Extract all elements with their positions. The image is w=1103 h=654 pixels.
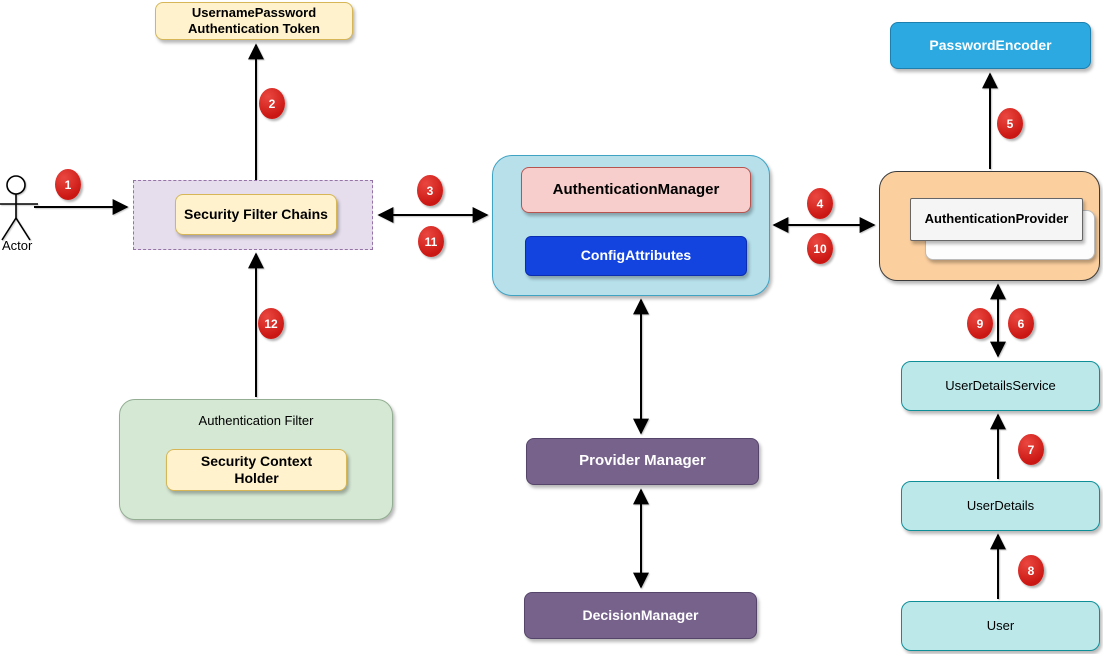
security-filter-chains-node: Security Filter Chains [175,194,337,235]
password-encoder-node: PasswordEncoder [890,22,1091,69]
actor-label: Actor [2,238,33,253]
step-badge-2: 2 [259,88,285,119]
authentication-manager-node: AuthenticationManager [521,167,751,213]
step-badge-7: 7 [1018,434,1044,465]
user-details-service-node: UserDetailsService [901,361,1100,411]
user-details-node: UserDetails [901,481,1100,531]
step-badge-1: 1 [55,169,81,200]
username-password-token-node: UsernamePassword Authentication Token [155,2,353,40]
config-attributes-node: ConfigAttributes [525,236,747,276]
user-node: User [901,601,1100,651]
authentication-filter-label: Authentication Filter [198,413,314,428]
step-badge-6: 6 [1008,308,1034,339]
step-badge-3: 3 [417,175,443,206]
step-badge-9: 9 [967,308,993,339]
decision-manager-node: DecisionManager [524,592,757,639]
authentication-provider-node: AuthenticationProvider [910,198,1083,241]
step-badge-11: 11 [418,226,444,257]
step-badge-10: 10 [807,233,833,264]
authentication-filter-container: Authentication Filter [119,399,393,520]
step-badge-8: 8 [1018,555,1044,586]
step-badge-4: 4 [807,188,833,219]
actor-figure [0,175,38,241]
step-badge-12: 12 [258,308,284,339]
security-context-holder-node: Security Context Holder [166,449,347,491]
provider-manager-node: Provider Manager [526,438,759,485]
step-badge-5: 5 [997,108,1023,139]
